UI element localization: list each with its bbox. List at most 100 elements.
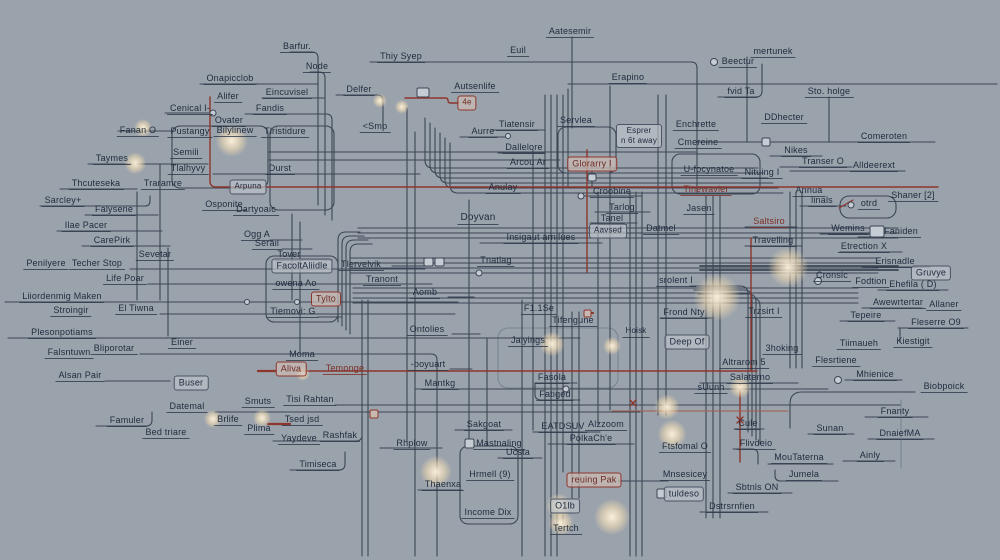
diagram-label: Tisi Rahtan: [283, 394, 337, 406]
diagram-label: Jumela: [785, 469, 823, 481]
diagram-label: Croobine: [589, 186, 635, 198]
diagram-label: Tlristidure: [261, 126, 309, 138]
wire: [774, 469, 839, 482]
diagram-label: Sevetar: [135, 249, 175, 261]
diagram-label: Falysene: [91, 204, 137, 216]
diagram-label: Rashfak: [319, 430, 361, 442]
diagram-label: Einer: [167, 337, 197, 349]
diagram-label: Fandis: [252, 103, 288, 115]
diagram-label: Aurre: [468, 126, 498, 138]
diagram-label: reuing Pak: [566, 472, 622, 488]
node-circle-marker: [710, 58, 718, 66]
diagram-label: Alldeerext: [849, 160, 899, 172]
red-wire: [404, 97, 460, 104]
wire: [289, 451, 346, 471]
red-x-marker: [736, 416, 744, 424]
diagram-label: Datemal: [166, 401, 208, 413]
diagram-label: Ftsfomal O: [658, 441, 712, 453]
diagram-label: FacoltAliidle: [271, 258, 333, 274]
diagram-label: Life Poar: [103, 273, 147, 285]
diagram-label: Allaner: [926, 299, 962, 311]
node-circle-marker: [505, 133, 511, 139]
diagram-label: Tinewavier: [680, 184, 732, 196]
diagram-label: Moma: [286, 349, 318, 361]
wire: [139, 353, 438, 557]
node-box-marker: [587, 173, 597, 182]
diagram-label: Tiimaueh: [836, 338, 882, 350]
diagram-label: Nituing I: [741, 167, 783, 179]
diagram-label: Falsntuwn: [44, 347, 94, 359]
diagram-label: Yaydeve: [278, 433, 320, 445]
diagram-label: Buser: [173, 375, 209, 391]
wire-bundle: [345, 239, 369, 331]
diagram-label: Delfer: [343, 84, 375, 96]
wire: [39, 195, 151, 207]
node-circle-marker: [577, 192, 585, 200]
diagram-label: Famuler: [106, 415, 148, 427]
diagram-label: Deep Of: [664, 334, 710, 350]
diagram-label: O1lb: [550, 498, 580, 514]
diagram-label: Rhplow: [393, 438, 431, 450]
node-box-marker: [869, 225, 885, 238]
diagram-label: F1.1Se: [520, 303, 558, 315]
diagram-label: Fodtion: [852, 276, 890, 288]
diagram-label: Mantkg: [421, 378, 459, 390]
wire: [717, 63, 763, 98]
node-circle-marker: [475, 269, 483, 277]
diagram-label: srolent I: [656, 275, 696, 287]
diagram-label: Alzzoom: [585, 419, 627, 431]
diagram-label: Thaenxa: [421, 479, 465, 491]
diagram-label: Onapicclob: [203, 73, 257, 85]
diagram-label: Taymes: [92, 153, 132, 165]
wire-bundle: [439, 132, 774, 184]
diagram-label: Income Dix: [461, 507, 515, 519]
diagram-label: fvid Ta: [724, 86, 758, 98]
node-box-marker: [434, 257, 445, 267]
diagram-label: Tepeire: [847, 310, 885, 322]
diagram-label: Osponite: [202, 199, 246, 211]
diagram-label: Transer O: [799, 156, 847, 168]
diagram-label: Cmereine: [674, 137, 722, 149]
diagram-label: -boyuart: [407, 359, 449, 371]
diagram-label: Thiy Syep: [377, 51, 425, 63]
diagram-label: Saltsiro: [750, 216, 788, 228]
diagram-label: Etrection X: [837, 241, 891, 253]
diagram-label: Sbtnls ON: [732, 482, 782, 494]
diagram-label: 4e: [457, 95, 477, 111]
diagram-label: Kiestigit: [893, 336, 933, 348]
diagram-label: Mnsesicey: [659, 469, 711, 481]
diagram-label: linals: [808, 195, 836, 207]
diagram-label: Dartyoaic: [233, 204, 279, 216]
diagram-label: Flivdeio: [736, 438, 776, 450]
diagram-label: Euil: [507, 45, 529, 57]
wire-bundle: [444, 137, 779, 189]
diagram-label: Tranont: [362, 274, 402, 286]
diagram-label: Cenical I-: [166, 103, 214, 115]
diagram-label: Penilyere: [23, 258, 69, 270]
diagram-label: Awewrtertar: [869, 297, 927, 309]
diagram-label: Tertch: [550, 523, 582, 535]
diagram-label: Sunan: [813, 423, 847, 435]
diagram-label: CarePirk: [90, 235, 134, 247]
diagram-label: Fanan O: [116, 125, 160, 137]
wire: [244, 113, 333, 221]
diagram-label: DnaiefMA: [876, 428, 924, 440]
diagram-label: Durst: [265, 163, 295, 175]
diagram-label: Ilae Pacer: [61, 220, 111, 232]
diagram-label: Ucsta: [502, 447, 534, 459]
diagram-label: Plima: [244, 423, 274, 435]
diagram-label: Beectur: [718, 56, 758, 68]
diagram-label: PolkaCh'e: [566, 433, 616, 445]
red-wire: [209, 96, 939, 188]
diagram-label: Eincuvisel: [262, 87, 312, 99]
diagram-label: Aliva: [275, 361, 307, 377]
wire-bundle: [449, 142, 784, 194]
wire-bundle: [341, 235, 365, 327]
diagram-label: Tylto: [310, 291, 342, 307]
diagram-label: Cronsic: [813, 270, 851, 282]
wire: [789, 391, 916, 429]
diagram-label: Tnatlag: [477, 255, 515, 267]
diagram-label: Fatiged: [536, 389, 574, 401]
diagram-label: Aomb: [409, 287, 441, 299]
